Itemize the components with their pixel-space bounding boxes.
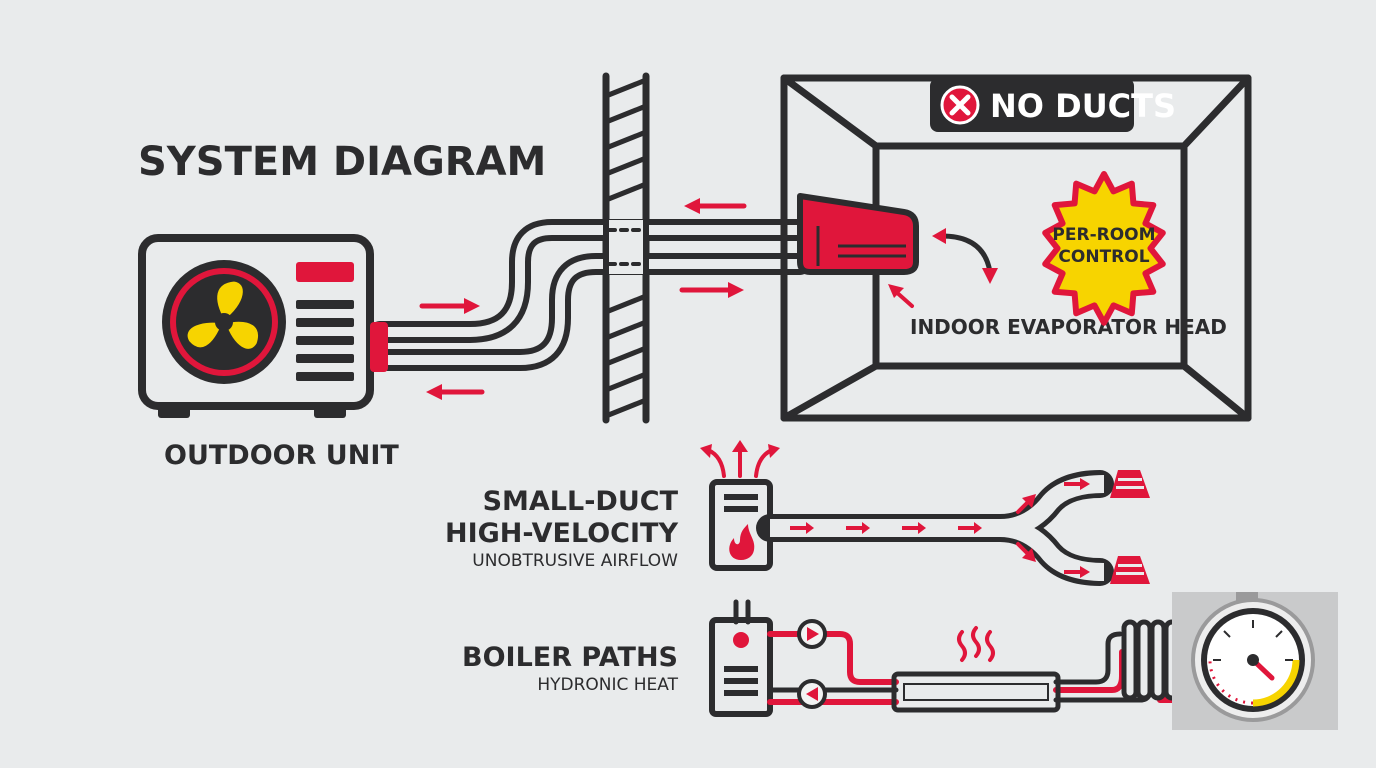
- sdhv-title-line2: HIGH-VELOCITY: [445, 518, 678, 549]
- pointer-arrow: [888, 284, 914, 308]
- refrigerant-lines: [369, 218, 811, 371]
- boiler-unit: [709, 599, 773, 717]
- svg-text:NO DUCTS: NO DUCTS: [990, 87, 1176, 125]
- wavy-heat-icon: [957, 626, 995, 662]
- svg-text:CONTROL: CONTROL: [1058, 247, 1149, 267]
- boiler-subtitle: HYDRONIC HEAT: [537, 675, 678, 695]
- baseboard-radiator: [891, 671, 1061, 713]
- sdhv-subtitle: UNOBTRUSIVE AIRFLOW: [472, 551, 678, 571]
- heat-up-arrows: [700, 440, 780, 478]
- outdoor-unit: [138, 234, 388, 418]
- fan-icon: [162, 260, 286, 384]
- per-room-control-burst: PER-ROOM CONTROL: [1042, 171, 1166, 326]
- svg-text:PER-ROOM: PER-ROOM: [1052, 225, 1155, 245]
- boiler-title: BOILER PATHS: [462, 642, 678, 673]
- airflow-curved-arrow: [932, 228, 998, 284]
- pump-icon: [797, 679, 827, 709]
- close-x-icon: [940, 85, 980, 125]
- sdhv-title-line1: SMALL-DUCT: [483, 486, 679, 517]
- gauge-icon: [1172, 592, 1338, 730]
- outdoor-unit-label: OUTDOOR UNIT: [164, 440, 399, 471]
- indoor-head-label: INDOOR EVAPORATOR HEAD: [910, 315, 1227, 339]
- vent-icon: [1110, 470, 1150, 498]
- flame-icon: [729, 524, 755, 560]
- sdhv-duct: [756, 470, 1150, 586]
- flow-arrows: [419, 198, 747, 400]
- sdhv-air-handler: [700, 440, 780, 571]
- page-title: SYSTEM DIAGRAM: [138, 139, 546, 185]
- indoor-evaporator-head: [797, 193, 919, 275]
- no-ducts-badge: NO DUCTS: [930, 78, 1176, 132]
- pump-icon: [797, 619, 827, 649]
- vent-icon: [1110, 556, 1150, 584]
